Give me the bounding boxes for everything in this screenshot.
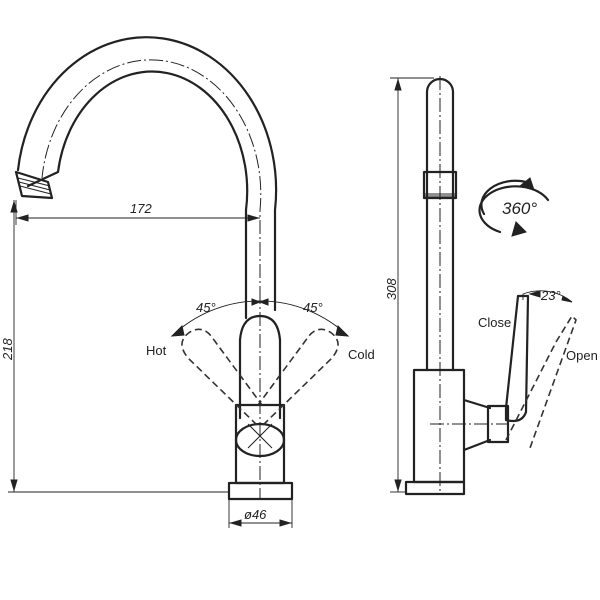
reach-dimension-label: 172 bbox=[130, 201, 152, 216]
spout-height-label: 218 bbox=[0, 338, 15, 361]
spout-height-dimension: 218 bbox=[0, 200, 228, 493]
side-body-bottom-edge bbox=[462, 438, 492, 452]
hot-angle-label: 45° bbox=[196, 300, 216, 315]
front-view: 45° 45° Hot Cold 172 218 ø46 bbox=[0, 36, 375, 528]
arc-arrow-mid-left bbox=[251, 298, 262, 306]
lever-arrow-left bbox=[528, 290, 541, 298]
cold-label: Cold bbox=[348, 347, 375, 362]
hot-lever-position bbox=[181, 328, 263, 426]
base-diameter-dimension: ø46 bbox=[228, 500, 293, 528]
side-lever-open bbox=[505, 314, 577, 449]
center-cross-b bbox=[247, 423, 273, 449]
reach-dimension: 172 bbox=[15, 200, 260, 225]
angle-arc bbox=[171, 300, 349, 337]
gooseneck-spout bbox=[16, 36, 278, 320]
side-lever-closed bbox=[504, 294, 530, 423]
aerator-tip bbox=[14, 170, 54, 200]
arc-arrow-right bbox=[335, 325, 350, 337]
arc-arrow-left bbox=[170, 325, 185, 337]
swivel-angle-label: 360° bbox=[502, 199, 537, 218]
side-body-top-edge bbox=[462, 398, 492, 410]
cold-angle-label: 45° bbox=[303, 300, 323, 315]
total-height-label: 308 bbox=[384, 278, 399, 300]
rotate-360-icon: 360° bbox=[478, 177, 550, 237]
spout-centerline bbox=[41, 59, 262, 300]
hot-label: Hot bbox=[146, 343, 167, 358]
lever-angle-label: 23° bbox=[540, 288, 561, 303]
side-base bbox=[404, 480, 466, 496]
cold-lever-position bbox=[257, 328, 339, 426]
lever-arrow-right bbox=[561, 295, 573, 303]
side-body bbox=[412, 368, 466, 484]
base-diameter-label: ø46 bbox=[244, 507, 267, 522]
arc-arrow-mid-right bbox=[258, 298, 269, 306]
side-view: 23° Close Open 308 360° bbox=[384, 76, 598, 496]
close-label: Close bbox=[478, 315, 511, 330]
total-height-dimension: 308 bbox=[384, 77, 434, 493]
open-label: Open bbox=[566, 348, 598, 363]
